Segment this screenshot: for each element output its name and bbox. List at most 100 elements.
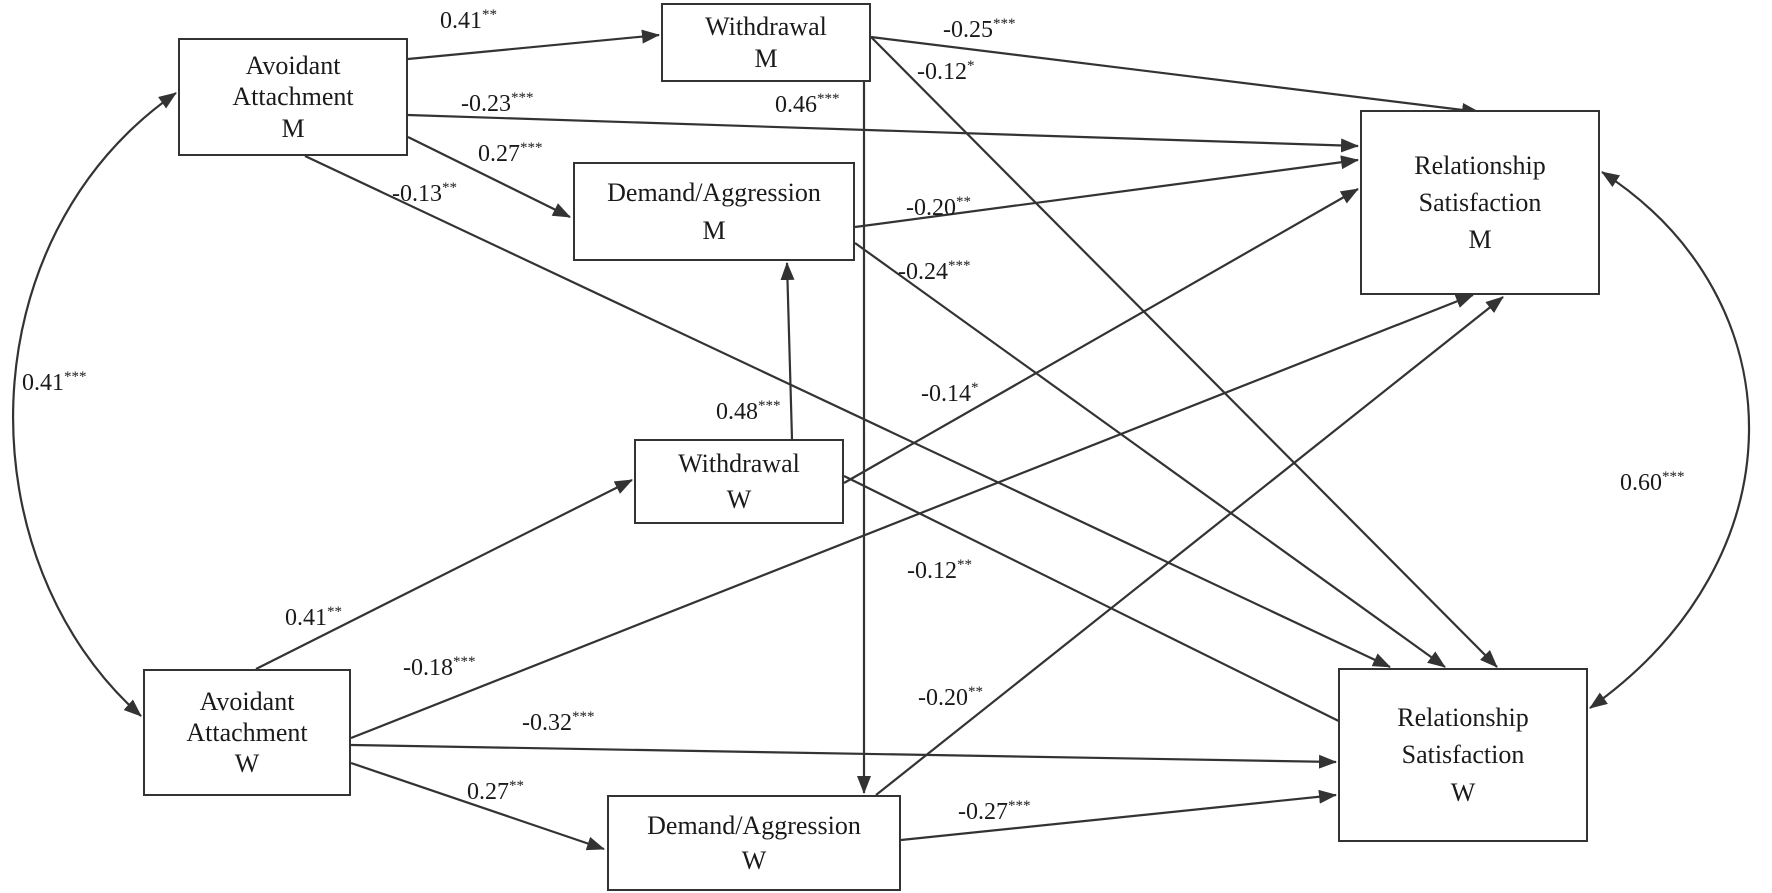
path-arrow-aw-ww	[255, 479, 633, 670]
coef-value: 0.27	[478, 141, 520, 167]
node-line: Avoidant	[245, 51, 341, 81]
correlation-arrow-sm-sw	[1589, 171, 1751, 709]
coef-sig: ***	[993, 16, 1016, 32]
coef-value: -0.27	[958, 799, 1008, 825]
path-arrow-ww-sw	[843, 475, 1368, 736]
path-arrow-am-wm	[407, 29, 660, 61]
corr-sig: ***	[1662, 469, 1685, 485]
path-arrow-aw-sm	[350, 293, 1474, 740]
coef-sig: ***	[817, 91, 840, 107]
node-line: Attachment	[232, 82, 354, 112]
path-arrow-aw-sw	[350, 743, 1337, 769]
coef-sig: **	[327, 604, 342, 620]
node-line: M	[1468, 225, 1492, 255]
corr-am-aw: 0.41***	[22, 369, 87, 396]
coef-sig: ***	[453, 654, 476, 670]
coef-value: -0.13	[392, 181, 442, 207]
coef-dm-sw: -0.24***	[898, 258, 971, 285]
corr-sig: ***	[64, 369, 87, 385]
corr-value: 0.41	[22, 370, 64, 396]
corr-value: 0.60	[1620, 470, 1662, 496]
coef-ww-sm: -0.14*	[921, 381, 979, 407]
node-line: M	[702, 215, 726, 245]
correlation-arrow-am-aw	[11, 92, 177, 717]
coef-value: 0.27	[467, 779, 509, 805]
node-relationship-satisfaction-w: Relationship Satisfaction W	[1338, 668, 1588, 842]
node-line: Satisfaction	[1418, 187, 1542, 217]
coef-ww-dm: 0.48***	[716, 398, 781, 425]
coef-value: -0.12	[907, 558, 957, 584]
node-line: Avoidant	[199, 686, 295, 716]
path-arrow-aw-dw	[350, 761, 605, 851]
coef-sig: ***	[758, 398, 781, 414]
path-arrow-ww-dm	[780, 262, 795, 440]
path-arrow-am-sm	[407, 113, 1359, 153]
coef-sig: **	[968, 684, 983, 700]
coef-sig: ***	[1008, 798, 1031, 814]
node-line: Demand/Aggression	[647, 810, 861, 840]
node-line: Relationship	[1397, 703, 1529, 733]
node-line: Withdrawal	[678, 449, 800, 479]
coef-sig: **	[482, 7, 497, 23]
coef-dm-sm: -0.20**	[906, 194, 971, 221]
coef-value: -0.23	[461, 91, 511, 117]
coef-value: -0.25	[943, 17, 993, 43]
coef-aw-dw: 0.27**	[467, 778, 524, 805]
coef-wm-sm: -0.25***	[943, 16, 1016, 43]
coef-aw-sw: -0.32***	[522, 709, 595, 736]
path-arrow-dw-sm	[875, 296, 1504, 796]
node-line: Attachment	[186, 717, 308, 747]
node-avoidant-attachment-w: Avoidant Attachment W	[143, 669, 351, 796]
node-line: W	[234, 749, 260, 779]
coef-dw-sm: -0.20**	[918, 684, 983, 711]
node-withdrawal-m: Withdrawal M	[661, 3, 871, 82]
coef-sig: **	[956, 194, 971, 210]
node-line: W	[726, 484, 752, 514]
path-arrow-dm-sm	[854, 155, 1359, 229]
node-line: M	[754, 43, 778, 73]
node-line: Relationship	[1414, 150, 1546, 180]
coef-value: 0.41	[285, 605, 327, 631]
node-line: M	[281, 113, 305, 143]
coef-am-dm: 0.27***	[478, 140, 543, 167]
node-line: W	[741, 846, 767, 875]
coef-dw-sw: -0.27***	[958, 798, 1031, 825]
coef-sig: ***	[520, 140, 543, 156]
node-withdrawal-w: Withdrawal W	[634, 439, 844, 524]
coef-value: -0.20	[906, 195, 956, 221]
coef-value: 0.41	[440, 8, 482, 34]
coef-value: -0.24	[898, 259, 948, 285]
coef-value: -0.12	[917, 59, 967, 85]
coef-ww-sw: -0.12**	[907, 558, 972, 584]
coef-value: -0.20	[918, 685, 968, 711]
coef-sig: **	[509, 778, 524, 794]
coef-value: -0.18	[403, 655, 453, 681]
coef-value: 0.48	[716, 399, 758, 425]
path-arrow-am-sw	[304, 155, 1391, 668]
node-demand-aggression-m: Demand/Aggression M	[573, 162, 855, 261]
coef-wm-dw: 0.46***	[775, 91, 840, 118]
node-line: Withdrawal	[705, 12, 827, 42]
coef-sig: ***	[572, 709, 595, 725]
coef-value: -0.14	[921, 381, 971, 407]
coef-value: -0.32	[522, 710, 572, 736]
node-relationship-satisfaction-m: Relationship Satisfaction M	[1360, 110, 1600, 295]
coef-wm-sw: -0.12*	[917, 58, 975, 85]
coef-aw-sm: -0.18***	[403, 654, 476, 681]
corr-sm-sw: 0.60***	[1620, 469, 1685, 496]
coef-sig: **	[442, 180, 457, 196]
coef-aw-ww: 0.41**	[285, 604, 342, 631]
node-line: Demand/Aggression	[607, 178, 821, 208]
coef-am-sm: -0.23***	[461, 91, 534, 117]
coef-value: 0.46	[775, 92, 817, 118]
node-line: Satisfaction	[1401, 740, 1525, 770]
coef-sig: ***	[948, 258, 971, 274]
path-arrow-wm-sm	[870, 35, 1480, 117]
coef-am-sw: -0.13**	[392, 180, 457, 207]
coef-am-wm: 0.41**	[440, 7, 497, 34]
node-avoidant-attachment-m: Avoidant Attachment M	[178, 38, 408, 156]
node-line: W	[1450, 777, 1476, 807]
coef-sig: *	[967, 58, 975, 74]
